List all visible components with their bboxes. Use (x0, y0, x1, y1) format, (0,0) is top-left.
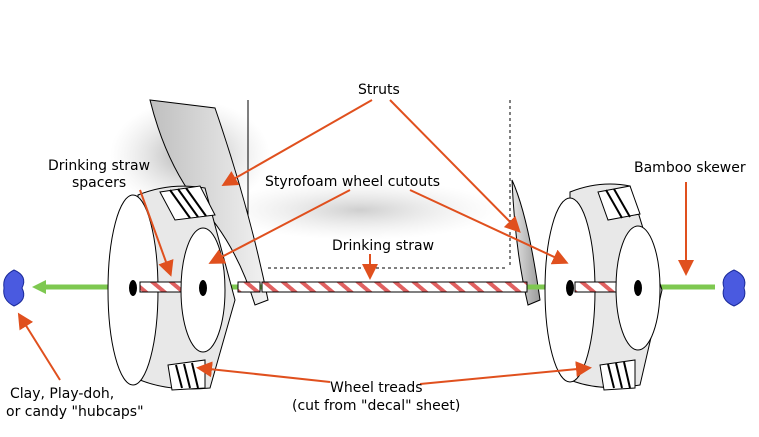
label-drinking-straw-spacers-2: spacers (72, 175, 126, 191)
label-wheel-treads-2: (cut from "decal" sheet) (292, 398, 460, 414)
right-tread-top (597, 185, 641, 221)
left-tread-bottom (167, 359, 206, 391)
left-strut-spacer (237, 281, 261, 293)
label-drinking-straw: Drinking straw (332, 238, 434, 254)
right-wheel-assembly (544, 183, 663, 391)
label-hubcaps-1: Clay, Play-doh, (10, 386, 114, 402)
drinking-straw (261, 281, 528, 293)
left-hubcap (3, 269, 25, 307)
left-wheel-assembly (107, 185, 261, 391)
label-wheel-treads-1: Wheel treads (330, 380, 423, 396)
left-tread-top (159, 185, 216, 221)
label-struts: Struts (358, 82, 400, 98)
label-styrofoam-wheel-cutouts: Styrofoam wheel cutouts (265, 174, 440, 190)
label-hubcaps-2: or candy "hubcaps" (6, 404, 144, 420)
label-bamboo-skewer: Bamboo skewer (634, 160, 746, 176)
label-drinking-straw-spacers-1: Drinking straw (48, 158, 150, 174)
callout-arrows (17, 99, 694, 385)
right-tread-bottom (599, 359, 636, 391)
right-hubcap (722, 269, 746, 307)
